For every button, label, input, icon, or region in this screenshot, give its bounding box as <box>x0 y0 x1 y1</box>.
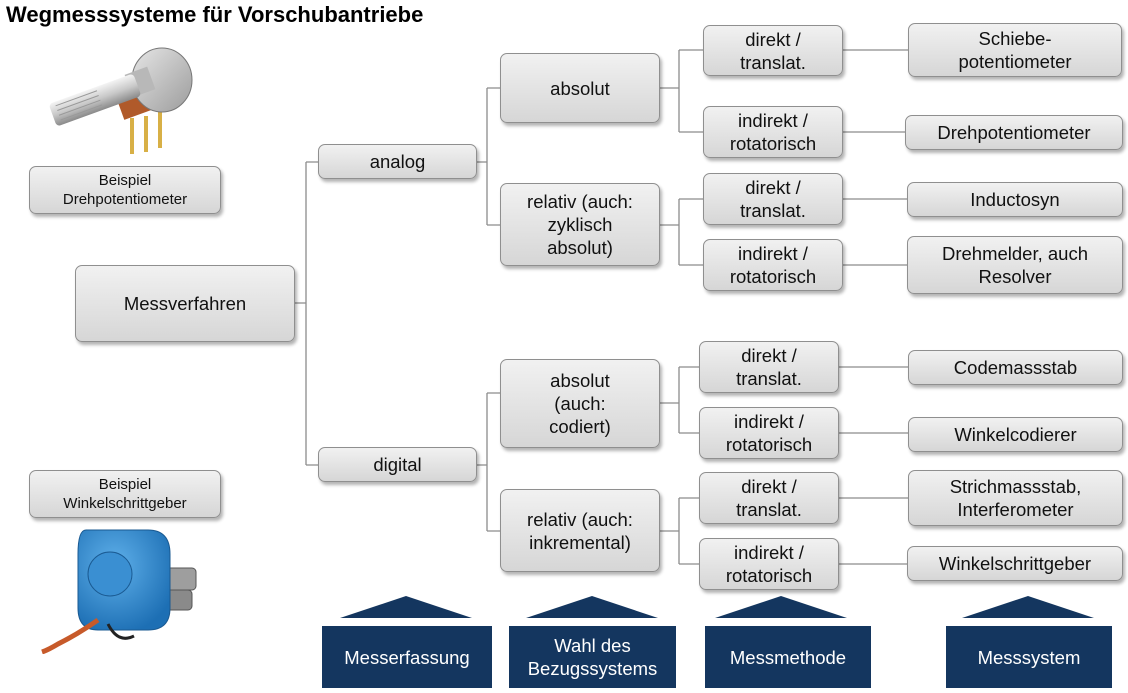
system-winkelcodierer: Winkelcodierer <box>908 417 1123 452</box>
node-analog-absolut: absolut <box>500 53 660 123</box>
method-direkt-2: direkt / translat. <box>703 173 843 225</box>
system-strichmassstab: Strichmassstab, Interferometer <box>908 470 1123 526</box>
node-digital-absolut: absolut (auch: codiert) <box>500 359 660 448</box>
page-title: Wegmesssysteme für Vorschubantriebe <box>6 2 424 27</box>
header-messerfassung: Messerfassung <box>322 626 492 688</box>
header-messsystem: Messsystem <box>946 626 1112 688</box>
method-indirekt-3: indirekt / rotatorisch <box>699 407 839 459</box>
method-direkt-3: direkt / translat. <box>699 341 839 393</box>
arrow-up-icon <box>962 596 1094 618</box>
header-messmethode: Messmethode <box>705 626 871 688</box>
method-direkt-1: direkt / translat. <box>703 25 843 76</box>
arrow-up-icon <box>526 596 658 618</box>
method-indirekt-4: indirekt / rotatorisch <box>699 538 839 590</box>
method-indirekt-1: indirekt / rotatorisch <box>703 106 843 158</box>
example-potentiometer-label: Beispiel Drehpotentiometer <box>29 166 221 214</box>
system-drehpotentiometer: Drehpotentiometer <box>905 115 1123 150</box>
potentiometer-icon <box>49 47 193 154</box>
example-encoder-label: Beispiel Winkelschrittgeber <box>29 470 221 518</box>
method-indirekt-2: indirekt / rotatorisch <box>703 239 843 291</box>
system-inductosyn: Inductosyn <box>907 182 1123 217</box>
rotary-encoder-icon <box>41 529 197 654</box>
method-direkt-4: direkt / translat. <box>699 472 839 524</box>
node-analog-relativ: relativ (auch: zyklisch absolut) <box>500 183 660 266</box>
arrow-up-icon <box>715 596 847 618</box>
header-bezugssystem: Wahl des Bezugssystems <box>509 626 676 688</box>
system-winkelschrittgeber: Winkelschrittgeber <box>907 546 1123 581</box>
arrow-up-icon <box>340 596 472 618</box>
system-codemassstab: Codemassstab <box>908 350 1123 385</box>
root-messverfahren: Messverfahren <box>75 265 295 342</box>
node-digital: digital <box>318 447 477 482</box>
system-schiebepotentiometer: Schiebe- potentiometer <box>908 23 1122 77</box>
node-digital-relativ: relativ (auch: inkremental) <box>500 489 660 572</box>
node-analog: analog <box>318 144 477 179</box>
system-drehmelder: Drehmelder, auch Resolver <box>907 236 1123 294</box>
